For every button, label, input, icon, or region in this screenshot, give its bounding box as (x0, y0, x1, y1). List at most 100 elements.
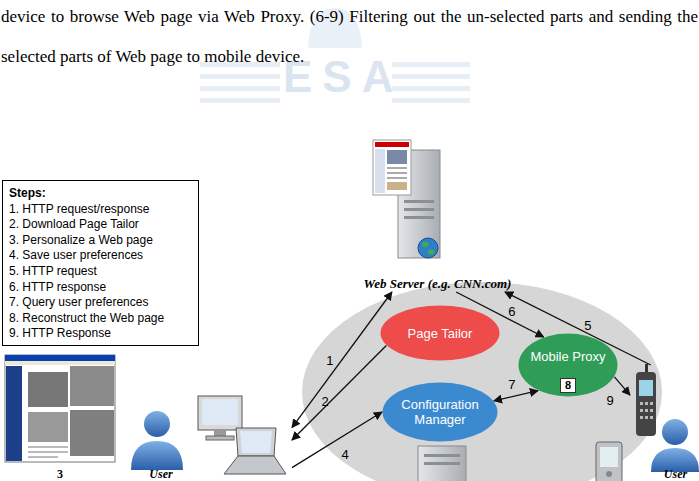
config-manager-oval: Configuration Manager (382, 382, 498, 442)
oval-shape (381, 306, 500, 361)
body-text: device to browse Web page via Web Proxy.… (1, 0, 698, 77)
flow-arrow (292, 412, 382, 468)
web-server-icon (387, 172, 407, 174)
oval-shape (519, 334, 618, 397)
mobile-phone-icon (640, 416, 643, 419)
mobile-phone-icon (650, 416, 653, 419)
backend-server-icon (424, 462, 460, 465)
browser-screenshot (28, 456, 58, 458)
web-server-icon (387, 167, 407, 169)
browser-screenshot (5, 361, 115, 365)
mobile-proxy-oval: Mobile Proxy8 (518, 333, 618, 397)
laptop-icon (224, 428, 286, 474)
browser-screenshot (5, 355, 115, 462)
backend-server-icon (418, 446, 466, 481)
desktop-client: User (128, 392, 292, 481)
browser-screenshot (28, 446, 68, 448)
node-text: 8 (565, 380, 571, 391)
mobile-phone-icon (650, 409, 653, 412)
watermark-logo (392, 62, 470, 67)
mobile-phone-icon (639, 380, 653, 396)
flow-arrow (292, 346, 386, 441)
web-server-icon (418, 238, 438, 258)
node-text: 5. HTTP request (9, 264, 192, 280)
proxy-cloud-area (302, 282, 662, 481)
watermark-logo (200, 74, 280, 79)
oval-shape (383, 383, 498, 442)
browser-screenshot (70, 366, 114, 406)
page-tailor-oval: Page Tailor (380, 305, 500, 361)
pda-icon (596, 442, 622, 481)
node-text: Steps: (9, 186, 192, 202)
laptop-icon (236, 428, 276, 456)
pda-icon (596, 442, 622, 481)
web-server-icon (422, 242, 435, 255)
step-number-box: 8 (560, 378, 576, 393)
node-text: Web Server (e.g. CNN.com) (354, 276, 521, 292)
personalize-screenshot: 3 (5, 355, 115, 481)
desktop-computer-icon (206, 436, 234, 440)
laptop-icon (224, 456, 286, 474)
node-text: 8. Reconstruct the Web page (9, 311, 192, 327)
node-text: 4. Save user preferences (9, 248, 192, 264)
flow-arrow (505, 292, 651, 365)
flow-arrow (456, 292, 544, 337)
watermark-logo (392, 74, 470, 79)
user-figure (131, 441, 183, 470)
step-number: 2 (322, 393, 329, 408)
laptop-icon (240, 431, 272, 453)
connector-group (292, 292, 651, 468)
mobile-phone-icon (640, 402, 643, 405)
web-server-icon (387, 177, 407, 179)
browser-screenshot (70, 410, 114, 456)
browser-screenshot (6, 366, 22, 461)
backend-server-icon (418, 446, 466, 481)
step-number: 7 (508, 376, 515, 391)
steps-box: Steps:1. HTTP request/response2. Downloa… (2, 180, 199, 346)
web-server-icon (375, 149, 385, 193)
web-server-icon (387, 182, 407, 190)
node-text: 6. HTTP response (9, 280, 192, 296)
browser-screenshot (28, 372, 68, 407)
web-server-icon (404, 216, 434, 219)
pda-icon (600, 447, 618, 467)
desktop-computer-icon (214, 430, 226, 436)
browser-screenshot (5, 355, 115, 462)
step-number: 5 (584, 317, 591, 332)
browser-screenshot (28, 451, 68, 453)
mobile-phone-icon (645, 409, 648, 412)
flow-arrow (614, 377, 630, 395)
web-server-icon (373, 140, 440, 258)
web-server: Web Server (e.g. CNN.com) (360, 140, 515, 292)
node-text: Page Tailor (408, 326, 473, 341)
browser-screenshot (28, 412, 68, 442)
web-server-icon (387, 150, 407, 164)
node-text: User (132, 467, 190, 481)
node-text: 3. Personalize a Web page (9, 233, 192, 249)
flow-arrow (292, 292, 392, 428)
desktop-computer-icon (198, 396, 242, 440)
user-figure (662, 419, 688, 445)
user-figure (144, 411, 170, 437)
mobile-phone-icon (645, 402, 648, 405)
proxy-cloud-area (302, 282, 662, 481)
step-number: 4 (341, 446, 348, 461)
desktop-computer-icon (202, 399, 238, 425)
node-text: 3 (5, 467, 115, 481)
backend-server-icon (424, 454, 460, 457)
pda-icon (606, 471, 612, 477)
web-server-icon (404, 208, 434, 211)
mobile-phone-icon (645, 416, 648, 419)
watermark-logo (200, 98, 280, 103)
watermark-logo (392, 98, 470, 103)
node-text: 1. HTTP request/response (9, 202, 192, 218)
web-server-icon (375, 142, 409, 147)
mobile-client: User (630, 365, 699, 481)
mobile-phone-icon (650, 402, 653, 405)
node-text: 9. HTTP Response (9, 326, 192, 342)
step-number: 9 (607, 393, 614, 408)
